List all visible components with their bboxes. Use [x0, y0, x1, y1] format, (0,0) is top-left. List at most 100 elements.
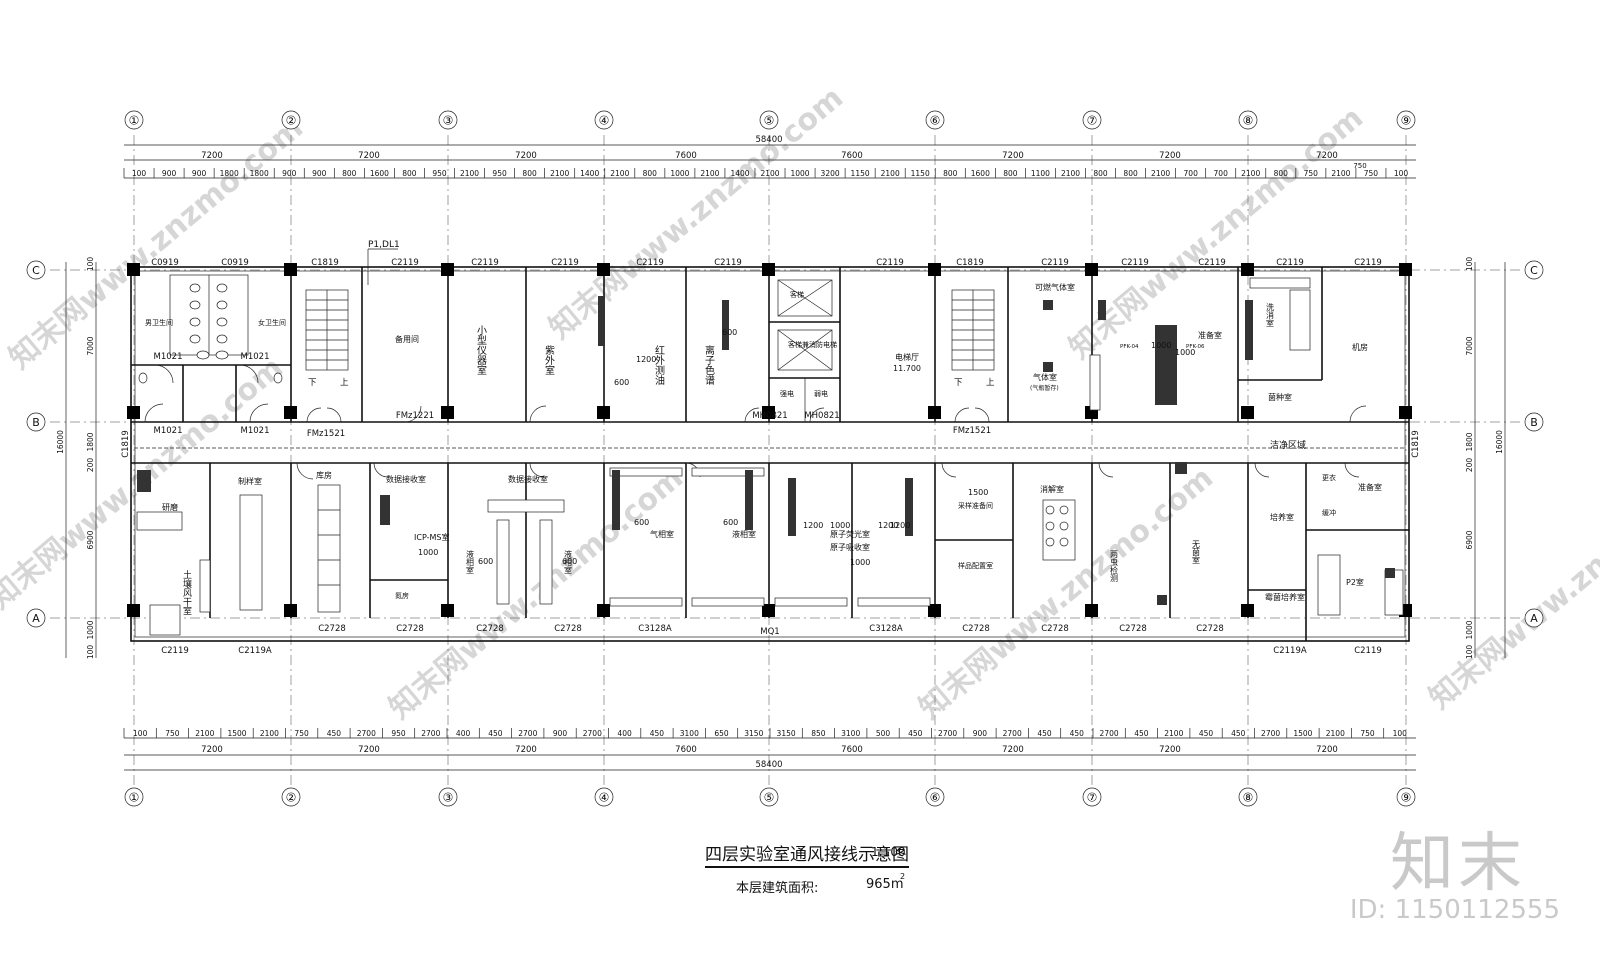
duct-size: 1200 [890, 521, 910, 530]
dim-side-total: 16000 [56, 430, 65, 454]
axis-label: C [1530, 264, 1538, 277]
room-grind: 研磨 [162, 502, 178, 512]
axis-label: ⑧ [1243, 114, 1254, 128]
room-wash: 洗消室 [1266, 302, 1275, 327]
window-tag: C1819 [311, 258, 339, 268]
axis-label: ⑥ [930, 791, 941, 805]
axis-label: ① [129, 791, 140, 805]
dim-bay: 7200 [201, 151, 223, 161]
window-tag: C2119 [551, 258, 579, 268]
dim-detail: 2700 [1003, 729, 1022, 738]
dim-detail: 450 [488, 729, 503, 738]
axis-label: ② [286, 114, 297, 128]
dim-side: 200 [1465, 458, 1474, 473]
dim-detail: 950 [391, 729, 406, 738]
window-tag-side: C1819 [1411, 430, 1421, 458]
dim-detail: 500 [876, 729, 891, 738]
axis-label: ⑥ [930, 114, 941, 128]
window-tag: C2119 [636, 258, 664, 268]
dim-detail: 750 [1304, 169, 1319, 178]
dim-detail: 750 [1364, 169, 1379, 178]
dim-detail: 450 [650, 729, 665, 738]
axis-label: ⑨ [1401, 114, 1412, 128]
door-tags: M1021 M1021 M1021 M1021 FMz1521 FMz1221 … [154, 352, 992, 439]
room-digest: 消解室 [1040, 484, 1064, 494]
window-tag: C0919 [151, 258, 179, 268]
dim-bay: 7600 [675, 745, 697, 755]
shaft-weak: 弱电 [814, 389, 828, 398]
dim-detail: 450 [1134, 729, 1149, 738]
room-prep: 准备室 [1198, 330, 1222, 340]
duct-size: 600 [478, 557, 493, 566]
dim-side-total: 16000 [1495, 430, 1504, 454]
door-tag: M1021 [154, 352, 183, 362]
lab-benches [136, 277, 1404, 636]
room-lobby: 电梯厅 [895, 352, 919, 362]
stair-west: 下 上 [305, 289, 349, 388]
door-tag: M1021 [241, 352, 270, 362]
annotation-p1: P1,DL1 [368, 240, 400, 250]
room-sample-proc: 采样准备间 [958, 501, 993, 510]
dim-bay: 7200 [1316, 151, 1338, 161]
dim-side: 7000 [1465, 336, 1474, 355]
dim-side: 100 [1465, 645, 1474, 660]
dim-side: 6900 [1465, 530, 1474, 549]
dim-detail: 2100 [1151, 169, 1170, 178]
door-tag: MH0821 [804, 411, 839, 421]
dim-detail: 1800 [250, 169, 269, 178]
area-unit-superscript: 2 [900, 872, 906, 881]
window-tag: C0919 [221, 258, 249, 268]
dim-detail: 700 [1184, 169, 1199, 178]
dim-bay: 7600 [675, 151, 697, 161]
dim-detail: 2700 [938, 729, 957, 738]
window-tag: C2119 [714, 258, 742, 268]
duct-size: 1000 [1175, 348, 1195, 357]
dim-bay: 7200 [1002, 745, 1024, 755]
dim-bay: 7200 [1002, 151, 1024, 161]
room-microbe: 两虫检测 [1110, 550, 1119, 583]
dim-detail: 1500 [1293, 729, 1312, 738]
duct-size: 600 [634, 518, 649, 527]
dim-bay: 7200 [358, 151, 380, 161]
dim-bay: 7200 [1316, 745, 1338, 755]
window-tags-bottom: C2119 C2119A C2728 C2728 C2728 C2728 C31… [161, 624, 1382, 656]
room-sample-prep: 制样室 [238, 476, 262, 486]
axis-label: ⑤ [764, 791, 775, 805]
axis-label: ⑤ [764, 114, 775, 128]
stair-up: 上 [986, 378, 995, 388]
room-atomic-fluor: 原子荧光室 [830, 529, 870, 539]
room-p2: P2室 [1346, 577, 1364, 587]
window-tag: C2728 [476, 624, 504, 634]
window-tag: C2119 [161, 646, 189, 656]
dim-detail: 450 [1070, 729, 1085, 738]
dim-side: 1800 [1465, 432, 1474, 451]
dim-detail: 800 [643, 169, 658, 178]
room-data1: 数据接收室 [386, 474, 426, 484]
fire-elevator-label: 客梯兼消防电梯 [788, 340, 837, 349]
room-spare: 备用间 [395, 334, 419, 344]
duct-size: 600 [723, 518, 738, 527]
window-tag-side: C1819 [121, 430, 131, 458]
dim-detail: 900 [162, 169, 177, 178]
window-tag: C2119 [1354, 646, 1382, 656]
room-labels-north: 男卫生间 女卫生间 备用间 小型仪器室 紫外室 红外测油 离子色谱 电梯厅 11… [145, 282, 1368, 451]
room-flammable-gas: 可燃气体室 [1035, 282, 1075, 292]
duct-size: 1500 [968, 488, 988, 497]
dim-detail: 3150 [744, 729, 763, 738]
dim-detail: 2100 [1331, 169, 1350, 178]
dim-detail: 750 [1360, 729, 1375, 738]
dim-detail: 2100 [1241, 169, 1260, 178]
dim-detail: 3200 [821, 169, 840, 178]
room-liquid2: 液相室 [564, 549, 573, 574]
window-tag: MQ1 [760, 627, 779, 637]
room-icpms: ICP-MS室 [414, 532, 449, 542]
room-lobby-elev: 11.700 [893, 364, 921, 373]
dim-detail: 400 [456, 729, 471, 738]
room-sample-store: 样品配置室 [958, 561, 993, 570]
dim-side: 1000 [86, 620, 95, 639]
left-side-dims: 100 1000 6900 200 1800 7000 100 16000 [56, 257, 95, 660]
window-tag: C2728 [962, 624, 990, 634]
dim-detail: 950 [432, 169, 447, 178]
dim-detail: 3150 [777, 729, 796, 738]
